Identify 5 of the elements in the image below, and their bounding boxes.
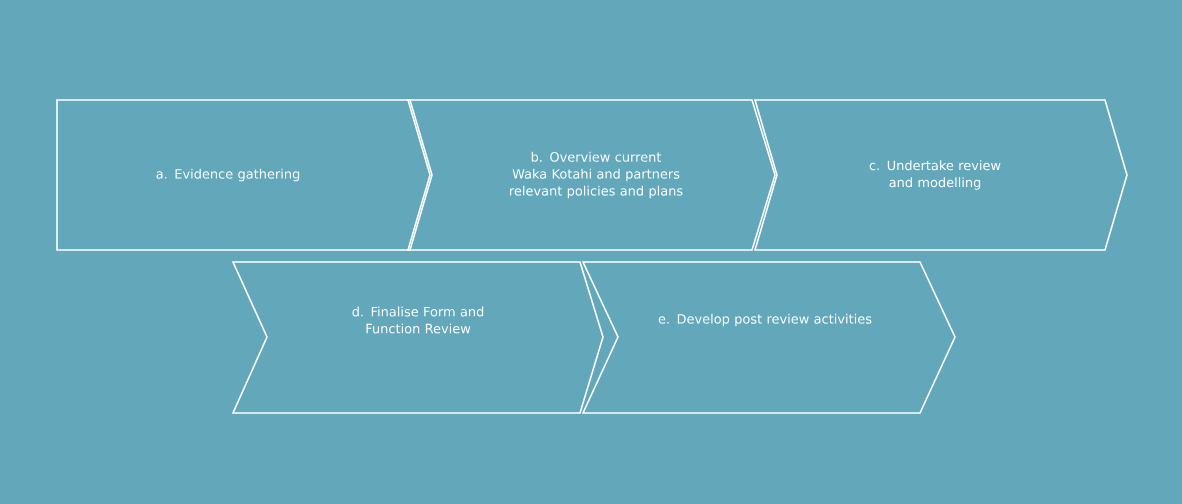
chevron-step: e. Develop post review activities <box>581 261 956 414</box>
chevron-step: b. Overview current Waka Kotahi and partners relevant policies and plans <box>406 99 776 251</box>
chevron-step: c. Undertake review and modelling <box>753 99 1128 251</box>
chevron-step: d. Finalise Form and Function Review <box>231 261 604 414</box>
chevron-step: a. Evidence gathering <box>56 99 433 251</box>
